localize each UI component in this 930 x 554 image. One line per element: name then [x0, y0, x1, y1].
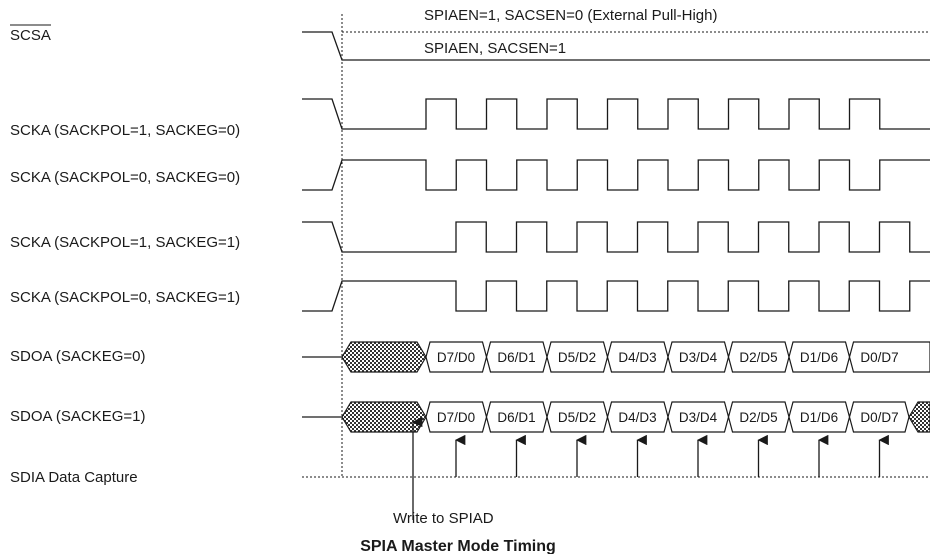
sdoa-eg1-cell-label-3: D4/D3 — [618, 410, 656, 425]
scka-pol0-eg1-label: SCKA (SACKPOL=0, SACKEG=1) — [10, 289, 240, 306]
sdoa-eg1-label: SDOA (SACKEG=1) — [10, 408, 145, 425]
scsa-note-enabled: SPIAEN, SACSEN=1 — [424, 40, 566, 57]
scka-pol0-eg0-wave — [302, 159, 930, 191]
sdoa-eg1-cell-label-0: D7/D0 — [437, 410, 475, 425]
sdoa-eg1-cell-label-6: D1/D6 — [800, 410, 838, 425]
sdoa-eg0-cell-label-5: D2/D5 — [739, 350, 777, 365]
scsa-note-pull-high: SPIAEN=1, SACSEN=0 (External Pull-High) — [424, 7, 717, 24]
sdoa-eg0-cell-label-4: D3/D4 — [679, 350, 718, 365]
sdoa-eg0-cell-label-0: D7/D0 — [437, 350, 475, 365]
sdoa-eg0-undefined — [341, 341, 427, 373]
sdoa-eg1-cell-label-4: D3/D4 — [679, 410, 718, 425]
scka-pol0-eg1-wave — [302, 280, 930, 312]
sdoa-eg1-cell-label-7: D0/D7 — [860, 410, 898, 425]
diagram-title: SPIA Master Mode Timing — [360, 538, 556, 554]
sdia-label: SDIA Data Capture — [10, 469, 138, 486]
write-note: Write to SPIAD — [393, 510, 494, 527]
sdoa-eg0-cell-label-7: D0/D7 — [860, 350, 898, 365]
sdoa-eg0-cell-label-3: D4/D3 — [618, 350, 656, 365]
scka-pol1-eg1-wave — [302, 221, 930, 253]
sdoa-eg0-cell-label-6: D1/D6 — [800, 350, 838, 365]
sdoa-eg0-label: SDOA (SACKEG=0) — [10, 348, 145, 365]
sdoa-eg0-cell-label-2: D5/D2 — [558, 350, 596, 365]
scka-pol1-eg0-label: SCKA (SACKPOL=1, SACKEG=0) — [10, 122, 240, 139]
sdoa-eg1-undefined-end — [908, 401, 930, 433]
scka-pol1-eg0-wave — [302, 98, 930, 130]
scsa-wave-active — [302, 31, 930, 61]
scka-pol0-eg0-label: SCKA (SACKPOL=0, SACKEG=0) — [10, 169, 240, 186]
scsa-label: SCSA — [10, 27, 51, 44]
sdoa-eg1-cell-label-5: D2/D5 — [739, 410, 777, 425]
sdoa-eg0-cell-7 — [848, 341, 930, 373]
scka-pol1-eg1-label: SCKA (SACKPOL=1, SACKEG=1) — [10, 234, 240, 251]
sdoa-eg1-cell-label-2: D5/D2 — [558, 410, 596, 425]
sdoa-eg1-cell-label-1: D6/D1 — [497, 410, 535, 425]
sdoa-eg0-cell-label-1: D6/D1 — [497, 350, 535, 365]
